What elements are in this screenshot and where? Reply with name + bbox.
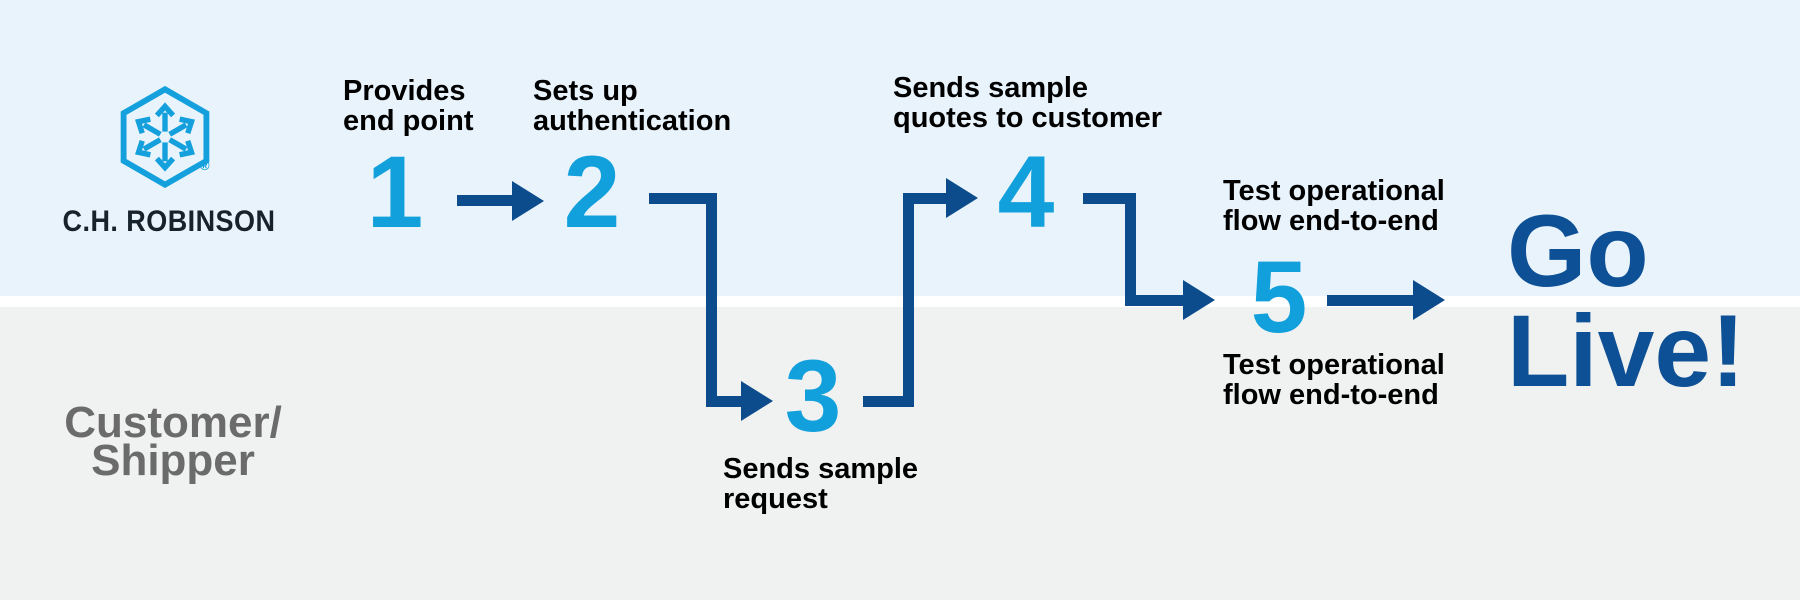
go-live-title-line1: Go bbox=[1507, 194, 1649, 308]
step-1-label-line1: Provides bbox=[343, 75, 466, 107]
lane-chrobinson bbox=[0, 0, 1800, 296]
arrow-shaft bbox=[903, 193, 914, 407]
arrow-shaft bbox=[903, 193, 950, 204]
arrow-shaft bbox=[1125, 193, 1136, 306]
customer-shipper-line2: Shipper bbox=[91, 436, 255, 485]
step-2-number: 2 bbox=[563, 135, 621, 249]
registered-trademark: ® bbox=[200, 158, 210, 173]
arrowhead-icon bbox=[741, 381, 773, 421]
step-2-label-line1: Sets up bbox=[533, 75, 638, 107]
step-5-label-below-line1: Test operational bbox=[1223, 349, 1445, 381]
step-4-label-line2: quotes to customer bbox=[893, 102, 1163, 134]
step-5-label-above-line2: flow end-to-end bbox=[1223, 205, 1439, 237]
arrow-shaft bbox=[863, 396, 914, 407]
step-5-label-above: Test operational flow end-to-end bbox=[1223, 176, 1445, 236]
step-2-label-line2: authentication bbox=[533, 105, 732, 137]
step-2-label: Sets up authentication bbox=[533, 76, 731, 136]
arrow-shaft bbox=[1083, 193, 1136, 204]
arrow-shaft bbox=[457, 195, 516, 206]
step-3-label-line2: request bbox=[723, 483, 828, 515]
step-4-label-line1: Sends sample bbox=[893, 72, 1089, 104]
arrowhead-icon bbox=[1183, 280, 1215, 320]
arrowhead-icon bbox=[1413, 280, 1445, 320]
arrow-shaft bbox=[706, 396, 745, 407]
step-1-number: 1 bbox=[366, 135, 424, 249]
arrow-shaft bbox=[1327, 295, 1417, 306]
arrow-shaft bbox=[706, 193, 717, 407]
lane-divider bbox=[0, 296, 1800, 307]
step-4-number: 4 bbox=[997, 135, 1055, 249]
arrow-shaft bbox=[649, 193, 717, 204]
arrow-shaft bbox=[1125, 295, 1185, 306]
step-4-label: Sends sample quotes to customer bbox=[893, 73, 1162, 133]
arrowhead-icon bbox=[512, 181, 544, 221]
step-5-label-below-line2: flow end-to-end bbox=[1223, 379, 1439, 411]
customer-shipper-line1: Customer/ bbox=[64, 398, 282, 447]
customer-shipper-label: Customer/ Shipper bbox=[40, 398, 306, 485]
go-live-title-line2: Live! bbox=[1507, 294, 1746, 408]
lane-customer-shipper bbox=[0, 307, 1800, 600]
step-1-label: Provides end point bbox=[343, 76, 473, 136]
step-5-label-below: Test operational flow end-to-end bbox=[1223, 350, 1445, 410]
step-3-number: 3 bbox=[784, 339, 842, 453]
chrobinson-logo-icon bbox=[120, 85, 210, 189]
step-5-label-above-line1: Test operational bbox=[1223, 175, 1445, 207]
step-5-number: 5 bbox=[1250, 240, 1308, 354]
chrobinson-wordmark: C.H. ROBINSON bbox=[62, 205, 276, 238]
step-3-label-line1: Sends sample bbox=[723, 453, 919, 485]
step-1-label-line2: end point bbox=[343, 105, 474, 137]
arrowhead-icon bbox=[946, 178, 978, 218]
step-3-label: Sends sample request bbox=[723, 454, 918, 514]
